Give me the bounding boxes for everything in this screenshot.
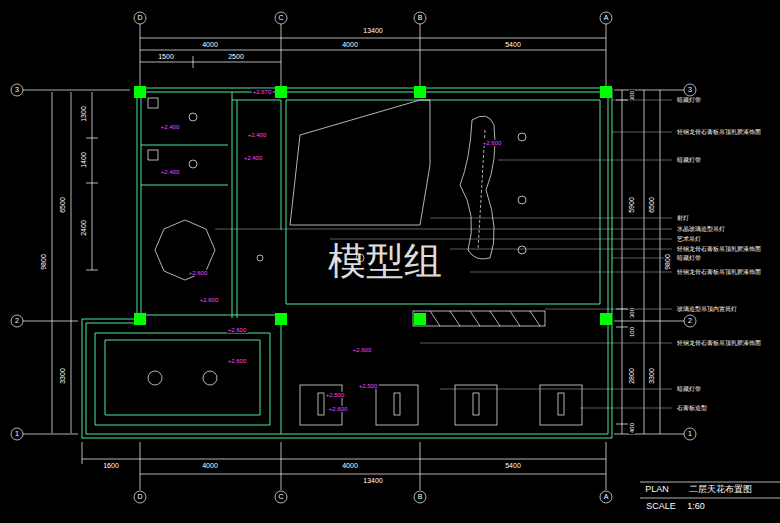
axis-label: C [277,14,284,21]
elevation: +2.600 [227,358,248,364]
dimension: 5900 [628,196,635,214]
elevation: +2.400 [160,124,181,130]
note: 轻钢龙骨石膏板吊顶乳胶漆饰面 [676,269,762,275]
title-block: SCALE [645,502,677,511]
dimension: 6500 [648,196,655,214]
axis-label: 1 [687,430,693,437]
dimension: 1600 [102,462,120,469]
note: 射灯 [676,215,690,221]
axis-label: 2 [687,317,693,324]
elevation: +2.600 [482,140,503,146]
axis-label: A [603,14,610,21]
axis-label: B [417,493,424,500]
note: 水晶玻璃造型吊灯 [676,226,726,232]
note: 暗藏灯带 [676,386,702,392]
axis-label: B [417,14,424,21]
drawing-title: 二层天花布置图 [688,485,753,494]
dimension: 13400 [362,27,383,34]
dimension: 6500 [59,196,66,214]
dimension: 1300 [80,105,87,123]
dimension: 4000 [201,41,219,48]
dimension: 4000 [201,462,219,469]
elevation: +2.400 [243,155,264,161]
axis-label: C [277,493,284,500]
dimension: 9800 [664,253,671,271]
elevation: +2.600 [188,270,209,276]
dimension: 3300 [59,367,66,385]
elevation: +2.600 [328,406,349,412]
axis-label: D [136,493,143,500]
dimension: 300 [629,90,635,102]
elevation: +2.600 [352,347,373,353]
watermark: 模型组 [327,242,443,282]
dimension: 3300 [648,367,655,385]
axis-label: 3 [14,86,20,93]
note: 暗藏灯带 [676,255,702,261]
note: 暗藏灯带 [676,97,702,103]
note: 石膏板造型 [676,405,708,411]
axis-label: 1 [14,430,20,437]
dimension: 5400 [504,462,522,469]
note: 暗藏灯带 [676,157,702,163]
title-block: 1:60 [686,502,706,511]
dimension: 300 [629,307,635,319]
elevation: +2.600 [199,297,220,303]
title-block: PLAN [644,485,670,494]
elevation: +2.400 [247,132,268,138]
dimension: 2800 [628,367,635,385]
dimension: 2500 [227,53,245,60]
axis-label: A [603,493,610,500]
axis-label: D [136,14,143,21]
dimension: 13400 [362,477,383,484]
note: 艺术吊灯 [676,236,702,242]
dimension: 100 [629,326,635,338]
elevation: +2.600 [227,327,248,333]
dimension: 4000 [341,462,359,469]
axis-label: 3 [687,86,693,93]
dimension: 1400 [80,151,87,169]
dimension: 2400 [80,219,87,237]
dimension: 1500 [157,53,175,60]
dimension: 400 [629,422,635,434]
elevation: +2.500 [325,392,346,398]
note: 轻钢龙骨石膏板吊顶乳胶漆饰面 [676,246,762,252]
note: 玻璃造型吊顶内置筒灯 [676,306,738,312]
dimension: 9800 [40,253,47,271]
elevation: +2.500 [358,383,379,389]
note: 轻钢龙骨石膏板吊顶乳胶漆饰面 [676,340,762,346]
dimension: 4000 [341,41,359,48]
elevation: +2.400 [160,169,181,175]
axis-label: 2 [14,317,20,324]
note: 轻钢龙骨石膏板吊顶乳胶漆饰面 [676,129,762,135]
dimension: 5400 [504,41,522,48]
elevation: +2.670 [252,89,273,95]
